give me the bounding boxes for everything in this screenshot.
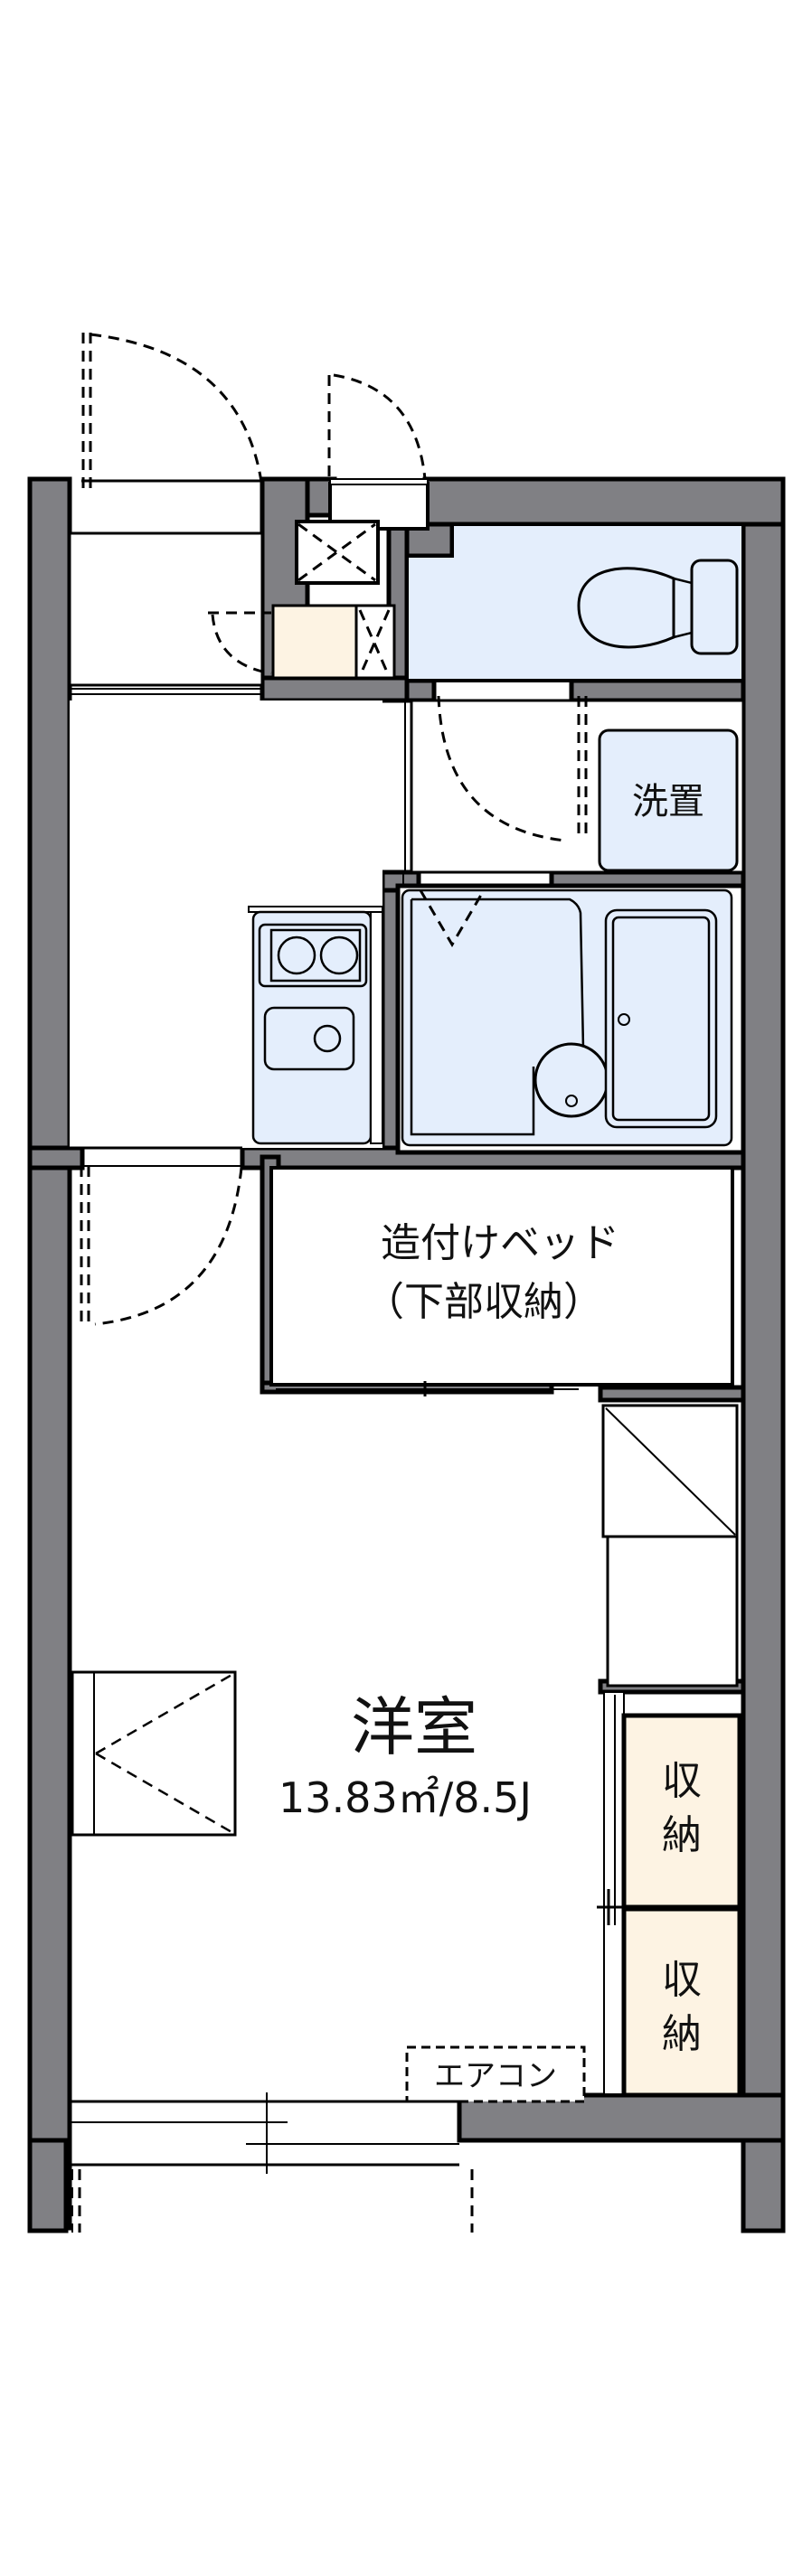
storage-lower-label-line2: 納 bbox=[662, 2011, 702, 2057]
western-room-label: 洋室 bbox=[351, 1690, 477, 1764]
toilet-room bbox=[405, 522, 745, 682]
storage-upper-label-line2: 納 bbox=[662, 1812, 702, 1858]
built-in-bed-label-line2: （下部収納） bbox=[364, 1279, 603, 1325]
entrance bbox=[68, 333, 264, 695]
built-in-bed: 造付けベッド （下部収納） bbox=[269, 1166, 734, 1396]
air-conditioner: エアコン bbox=[405, 2045, 586, 2103]
balcony-window-icon bbox=[66, 2092, 459, 2174]
washroom: 洗置 bbox=[404, 695, 745, 874]
closet-shelf bbox=[601, 1404, 739, 1688]
stove-icon bbox=[258, 923, 368, 988]
room-door-swing-icon bbox=[80, 1166, 243, 1326]
kitchen-sink-icon bbox=[263, 1006, 355, 1071]
bathroom bbox=[395, 883, 746, 1155]
toilet-icon bbox=[577, 559, 739, 655]
washer-space-label: 洗置 bbox=[632, 781, 704, 823]
washroom-door-swing-icon bbox=[437, 695, 588, 842]
washbasin-icon bbox=[533, 1042, 609, 1118]
western-room: 洋室 13.83㎡/8.5J bbox=[71, 1670, 532, 1837]
western-room-area: 13.83㎡/8.5J bbox=[279, 1773, 532, 1822]
storage-upper-label-line1: 収 bbox=[662, 1758, 702, 1804]
storage-lower: 収 納 bbox=[621, 1906, 742, 2098]
kitchen bbox=[70, 700, 404, 1326]
pipe-door-swing-icon bbox=[327, 373, 427, 480]
built-in-bed-label-line1: 造付けベッド bbox=[381, 1220, 619, 1266]
washing-machine-space-icon: 洗置 bbox=[598, 729, 739, 872]
kitchen-counter bbox=[248, 906, 383, 1145]
shoe-cabinet bbox=[208, 604, 396, 680]
entrance-door-swing-icon bbox=[81, 333, 264, 489]
storage-closets: 収 納 収 納 bbox=[597, 1691, 742, 2098]
storage-lower-label-line1: 収 bbox=[662, 1957, 702, 2003]
bathtub-icon bbox=[604, 908, 718, 1129]
balcony bbox=[71, 2169, 474, 2233]
pipe-space bbox=[295, 373, 430, 585]
storage-upper: 収 納 bbox=[621, 1713, 742, 1910]
air-conditioner-label: エアコン bbox=[434, 2058, 557, 2094]
bathroom-door-swing-icon bbox=[419, 889, 486, 947]
window-icon bbox=[71, 1670, 237, 1837]
